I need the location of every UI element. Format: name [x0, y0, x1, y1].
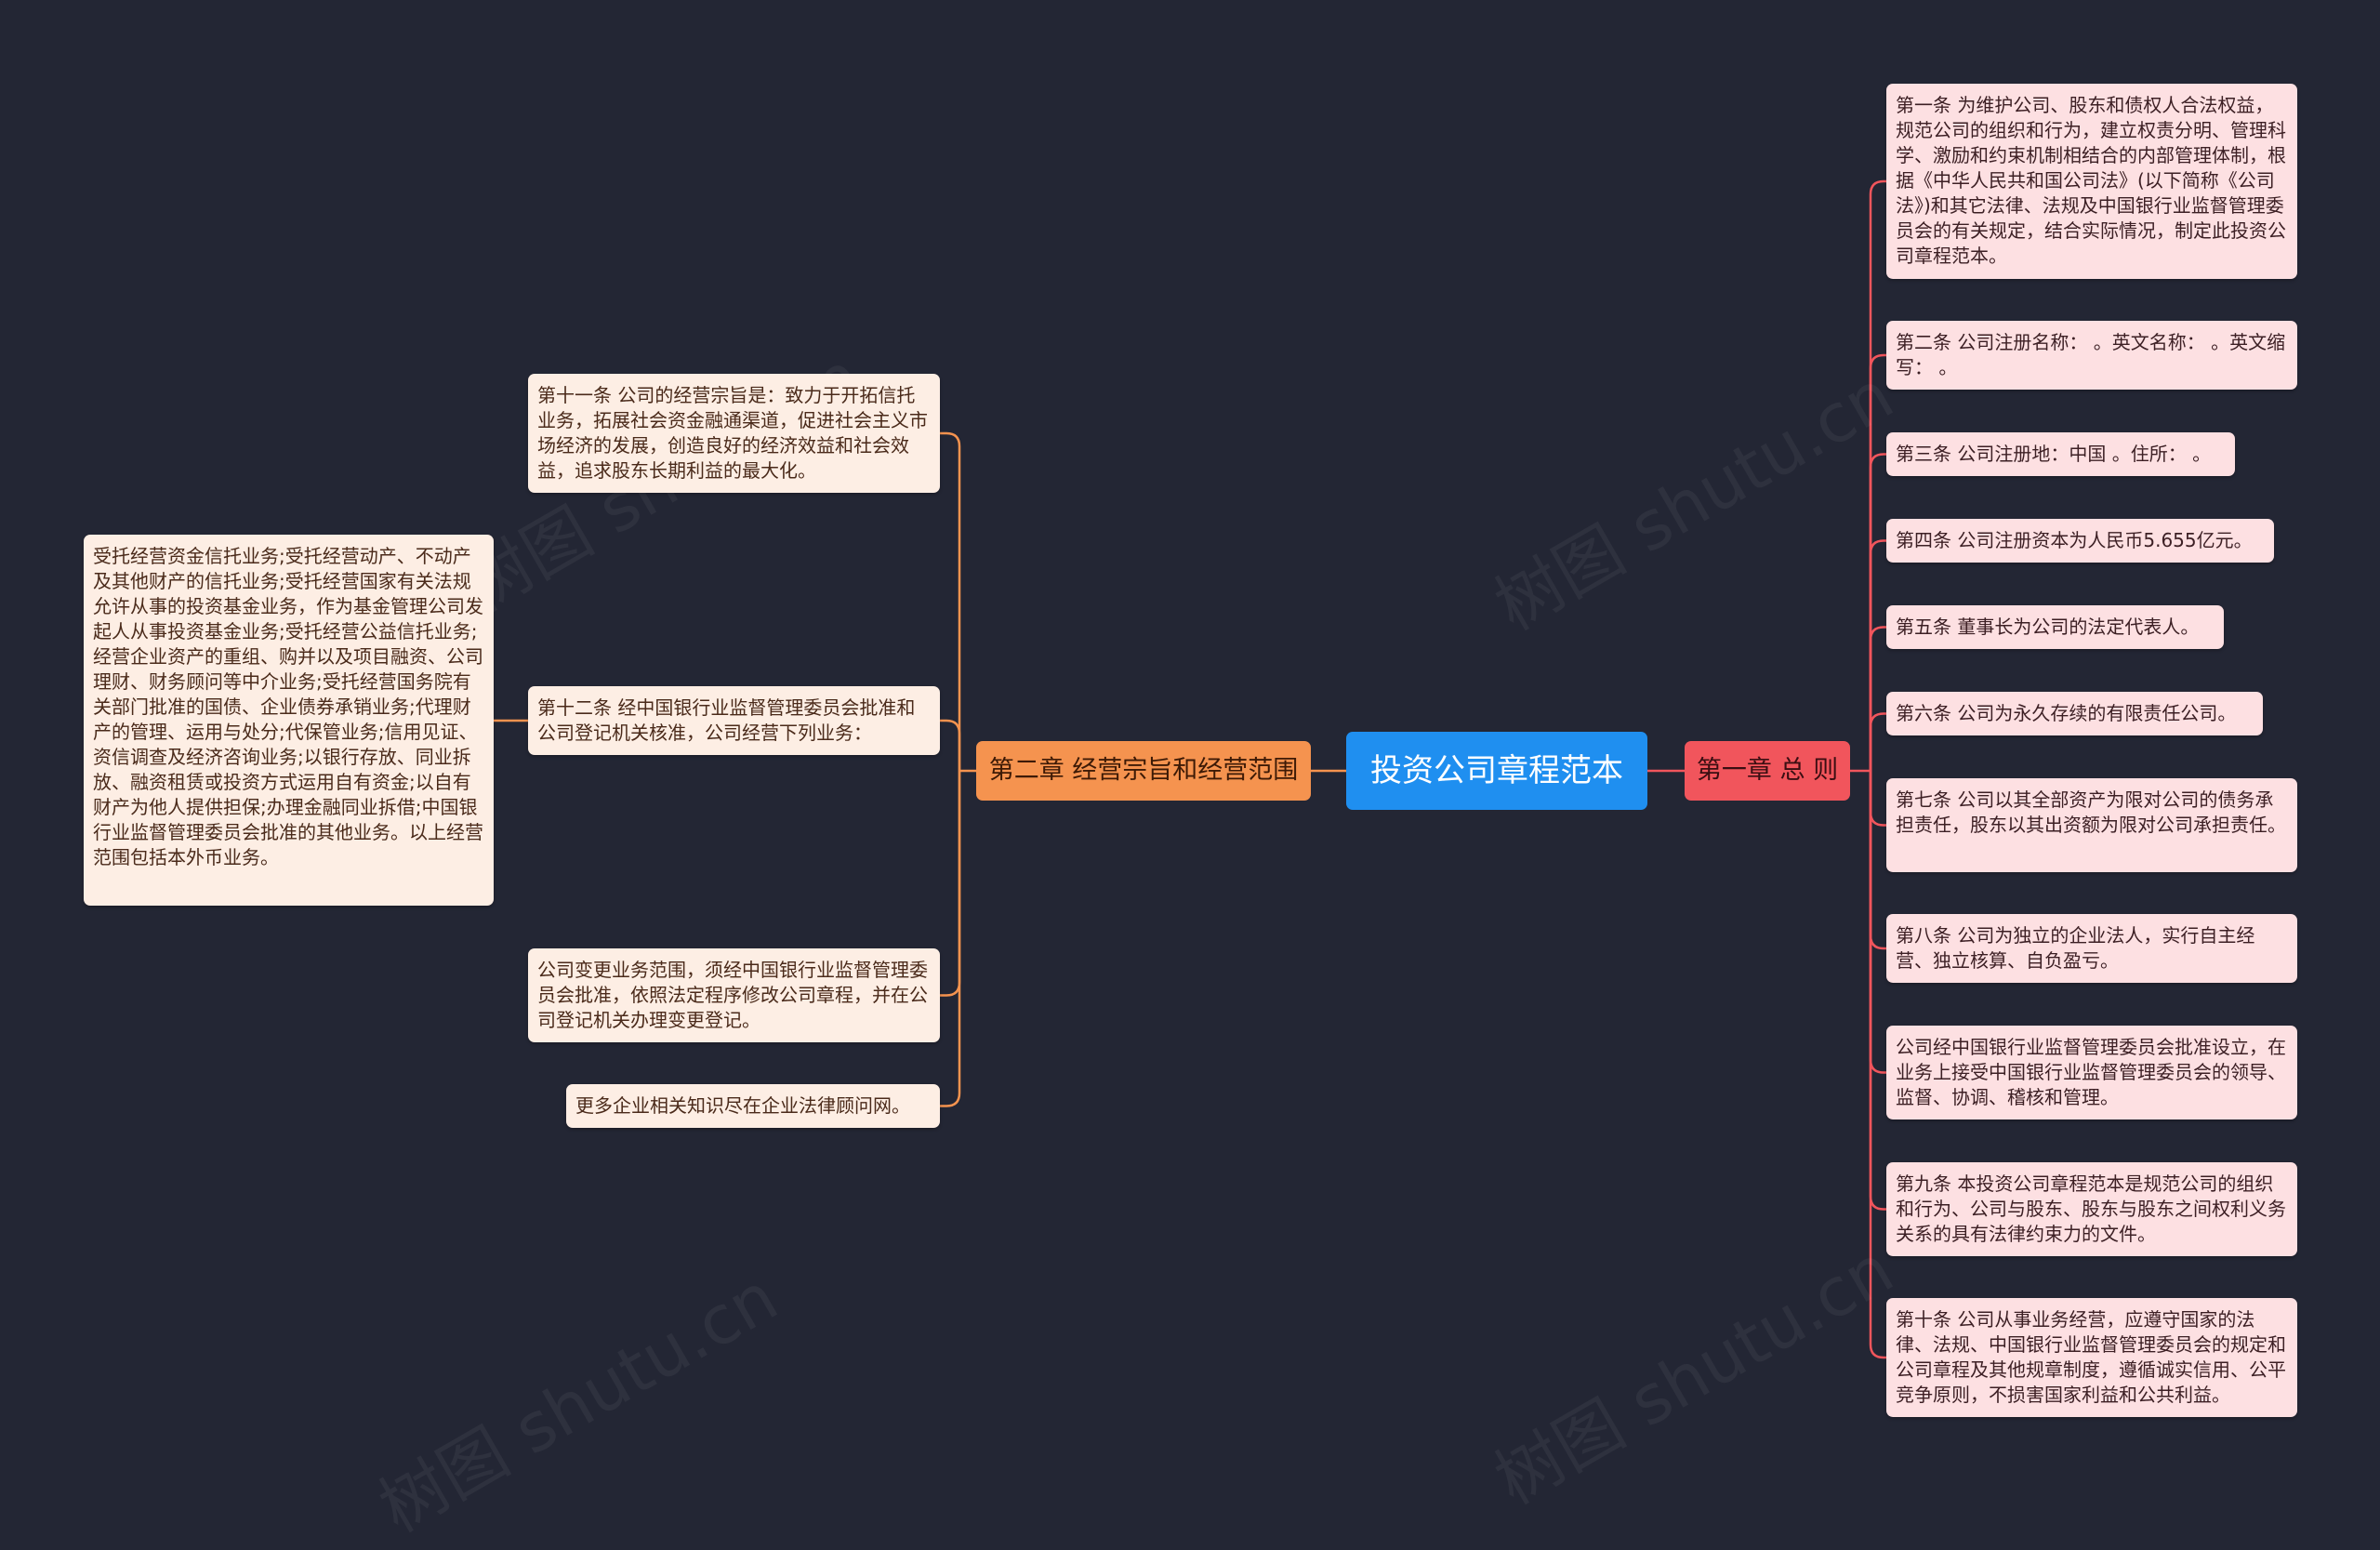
link-leaf-article-12	[940, 719, 961, 771]
link-leaf-more-info	[940, 771, 961, 1107]
leaf-more-info[interactable]: 更多企业相关知识尽在企业法律顾问网。	[566, 1084, 940, 1128]
link-leaf-article-9	[1869, 771, 1886, 1211]
link-leaf-article-4	[1869, 539, 1886, 771]
leaf-article-10[interactable]: 第十条 公司从事业务经营，应遵守国家的法律、法规、中国银行业监督管理委员会的规定…	[1886, 1298, 2297, 1417]
mindmap-canvas: 树图 shutu.cn 树图 shutu.cn 树图 shutu.cn 树图 s…	[84, 84, 2297, 1547]
leaf-article-7[interactable]: 第七条 公司以其全部资产为限对公司的债务承担责任，股东以其出资额为限对公司承担责…	[1886, 778, 2297, 872]
leaf-article-approval[interactable]: 公司经中国银行业监督管理委员会批准设立，在业务上接受中国银行业监督管理委员会的领…	[1886, 1026, 2297, 1119]
link-leaf-article-2	[1869, 353, 1886, 771]
leaf-article-5[interactable]: 第五条 董事长为公司的法定代表人。	[1886, 605, 2224, 649]
link-leaf-article-3	[1869, 453, 1886, 771]
leaf-article-3[interactable]: 第三条 公司注册地：中国 。住所： 。	[1886, 432, 2235, 476]
leaf-article-9[interactable]: 第九条 本投资公司章程范本是规范公司的组织和行为、公司与股东、股东与股东之间权利…	[1886, 1162, 2297, 1256]
branch-chapter-2[interactable]: 第二章 经营宗旨和经营范围	[976, 741, 1311, 801]
link-leaf-article-approval	[1869, 771, 1886, 1074]
leaf-article-8[interactable]: 第八条 公司为独立的企业法人，实行自主经营、独立核算、自负盈亏。	[1886, 914, 2297, 983]
connector-lines	[494, 179, 1886, 1359]
leaf-article-12[interactable]: 第十二条 经中国银行业监督管理委员会批准和公司登记机关核准，公司经营下列业务：	[528, 686, 940, 755]
link-leaf-article-11	[940, 431, 961, 771]
leaf-article-2[interactable]: 第二条 公司注册名称： 。英文名称： 。英文缩写： 。	[1886, 321, 2297, 390]
link-leaf-article-8	[1869, 771, 1886, 950]
root-topic[interactable]: 投资公司章程范本	[1346, 732, 1647, 810]
link-leaf-article-10	[1869, 771, 1886, 1359]
leaf-article-4[interactable]: 第四条 公司注册资本为人民币5.655亿元。	[1886, 519, 2274, 563]
leaf-business-scope[interactable]: 受托经营资金信托业务;受托经营动产、不动产及其他财产的信托业务;受托经营国家有关…	[84, 535, 494, 906]
leaf-article-6[interactable]: 第六条 公司为永久存续的有限责任公司。	[1886, 692, 2263, 735]
link-leaf-article-1	[1869, 179, 1886, 771]
link-leaf-scope-change	[940, 771, 961, 997]
link-leaf-article-5	[1869, 626, 1886, 771]
branch-chapter-1[interactable]: 第一章 总 则	[1685, 741, 1850, 801]
link-leaf-article-6	[1869, 712, 1886, 771]
leaf-scope-change[interactable]: 公司变更业务范围，须经中国银行业监督管理委员会批准，依照法定程序修改公司章程，并…	[528, 948, 940, 1042]
leaf-article-11[interactable]: 第十一条 公司的经营宗旨是：致力于开拓信托业务，拓展社会资金融通渠道，促进社会主…	[528, 374, 940, 493]
link-leaf-article-7	[1869, 771, 1886, 827]
leaf-article-1[interactable]: 第一条 为维护公司、股东和债权人合法权益，规范公司的组织和行为，建立权责分明、管…	[1886, 84, 2297, 279]
